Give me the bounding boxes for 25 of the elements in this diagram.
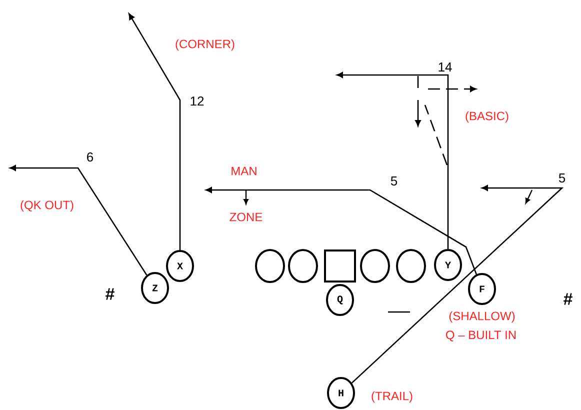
lineman-circle	[360, 249, 390, 283]
route-label: (CORNER)	[176, 39, 234, 51]
hash-mark: #	[564, 293, 572, 305]
yardage-number: 14	[438, 62, 452, 72]
route-label: Q – BUILT IN	[446, 330, 516, 342]
route-arrow	[351, 185, 564, 384]
yardage-number: 6	[87, 152, 94, 162]
yardage-number: 5	[558, 173, 566, 183]
lineman-circle	[255, 249, 285, 283]
route-arrow	[128, 13, 181, 250]
center-square	[324, 250, 356, 282]
route-label: (TRAIL)	[372, 391, 412, 403]
hash-mark: #	[106, 288, 114, 300]
yardage-number: 12	[190, 96, 204, 106]
route-arrow	[10, 165, 148, 276]
route-label: ZONE	[230, 212, 262, 222]
route-label: (BASIC)	[466, 111, 508, 123]
lineman-circle	[288, 249, 318, 283]
route-arrow	[206, 187, 478, 275]
yardage-number: 5	[390, 176, 398, 186]
lineman-circle	[396, 249, 426, 283]
route-label: (SHALLOW)	[449, 311, 515, 323]
route-label: MAN	[232, 166, 256, 176]
route-arrow	[336, 72, 449, 249]
route-label: (QK OUT)	[20, 200, 74, 212]
